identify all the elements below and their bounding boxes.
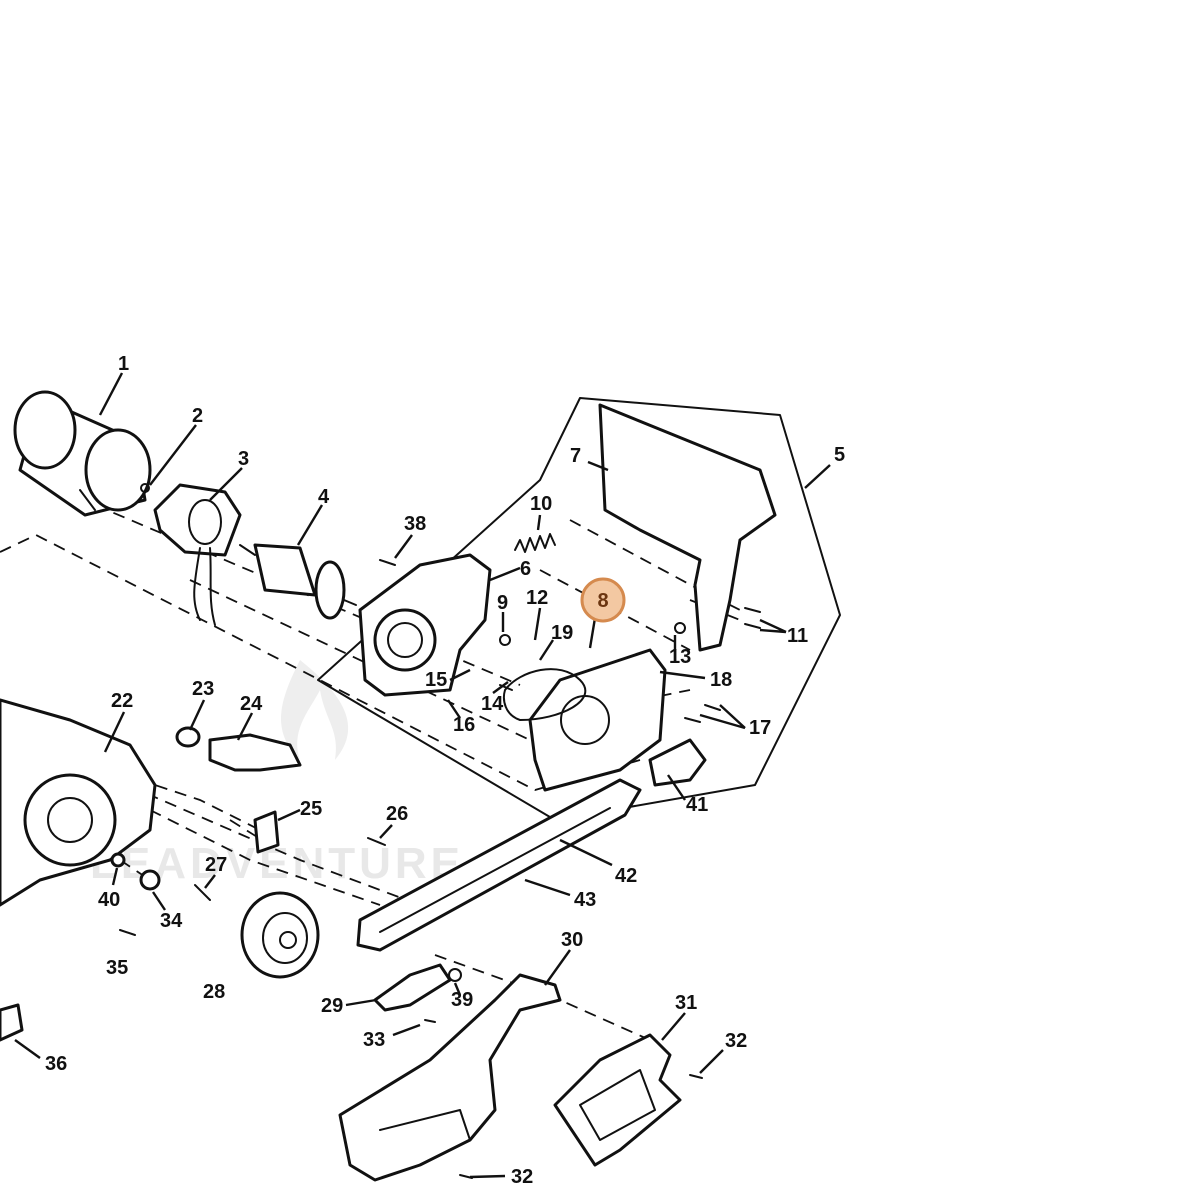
callout-28: 28 — [203, 981, 225, 1003]
part-32-screw-upper — [689, 1074, 703, 1079]
callout-13: 13 — [669, 646, 691, 668]
callout-41: 41 — [686, 794, 708, 816]
callout-26: 26 — [386, 803, 408, 825]
callout-35: 35 — [106, 957, 128, 979]
callout-39: 39 — [451, 989, 473, 1011]
callout-27: 27 — [205, 854, 227, 876]
part-3-field-coil — [153, 483, 242, 626]
part-11-pins — [744, 607, 761, 629]
part-33-screw — [424, 1019, 436, 1023]
part-38-screw — [379, 559, 396, 566]
callout-10: 10 — [530, 493, 552, 515]
callout-9: 9 — [497, 592, 508, 614]
leader-lines — [14, 372, 831, 1179]
part-17-screws — [684, 704, 721, 723]
callout-6: 6 — [520, 558, 531, 580]
callout-24: 24 — [240, 693, 263, 715]
callout-18: 18 — [710, 669, 732, 691]
part-25-plate — [253, 810, 280, 854]
callout-42: 42 — [615, 865, 637, 887]
part-41-tensioner — [648, 738, 707, 787]
fasteners — [110, 559, 761, 1179]
callout-33: 33 — [363, 1029, 385, 1051]
watermark-flame-icon — [281, 660, 349, 760]
highlight-marker[interactable] — [580, 577, 626, 623]
callout-17: 17 — [749, 717, 771, 739]
part-7-front-hand-guard — [598, 403, 777, 652]
part-40-washer — [110, 852, 126, 868]
part-18-sprocket-cover — [502, 648, 667, 792]
part-42-guide-bar — [356, 778, 642, 952]
part-35-screw — [119, 929, 136, 936]
callout-30: 30 — [561, 929, 583, 951]
part-27-pin — [194, 884, 211, 901]
part-31-hand-guard — [553, 1033, 682, 1167]
part-9-screw — [499, 634, 511, 646]
callout-8[interactable]: 8 — [597, 590, 608, 612]
callout-19: 19 — [551, 622, 573, 644]
callout-43: 43 — [574, 889, 596, 911]
callout-32-lower: 32 — [511, 1166, 533, 1188]
callout-29: 29 — [321, 995, 343, 1017]
part-30-rear-handle — [338, 973, 562, 1182]
callout-22: 22 — [111, 690, 133, 712]
callout-32-upper: 32 — [725, 1030, 747, 1052]
part-29-plate — [373, 963, 452, 1012]
callout-7: 7 — [570, 445, 581, 467]
callout-8-highlighted[interactable]: 8 — [580, 577, 626, 623]
callout-12: 12 — [526, 587, 548, 609]
callout-2: 2 — [192, 405, 203, 427]
callout-38: 38 — [404, 513, 426, 535]
part-10-spring — [514, 533, 556, 553]
callout-36: 36 — [45, 1053, 67, 1075]
part-1-motor-housing — [13, 390, 152, 517]
callout-5: 5 — [834, 444, 845, 466]
callout-4: 4 — [318, 486, 330, 508]
callout-23: 23 — [192, 678, 214, 700]
callout-15: 15 — [425, 669, 447, 691]
callout-14: 14 — [481, 693, 504, 715]
callout-1: 1 — [118, 353, 129, 375]
callout-3: 3 — [238, 448, 249, 470]
part-23-cap — [175, 726, 201, 748]
part-28-sprocket — [240, 891, 320, 979]
part-36-switch — [0, 1003, 24, 1042]
callout-25: 25 — [300, 798, 322, 820]
part-34-bushing — [139, 869, 161, 891]
callout-34: 34 — [160, 910, 183, 932]
callout-labels: 1 2 3 4 5 6 7 8 9 10 11 12 13 14 15 16 1… — [45, 353, 845, 1188]
part-6-gear-cover — [358, 553, 492, 697]
part-13-pin — [674, 622, 686, 634]
part-24-trigger — [208, 733, 302, 772]
part-26-screw — [367, 837, 386, 846]
part-2-ring — [140, 483, 150, 493]
part-4-armature — [239, 543, 357, 620]
part-32-screw-lower — [459, 1174, 473, 1179]
callout-11: 11 — [787, 625, 808, 647]
part-39-nut — [448, 968, 462, 982]
callout-31: 31 — [675, 992, 697, 1014]
callout-16: 16 — [453, 714, 475, 736]
callout-40: 40 — [98, 889, 120, 911]
